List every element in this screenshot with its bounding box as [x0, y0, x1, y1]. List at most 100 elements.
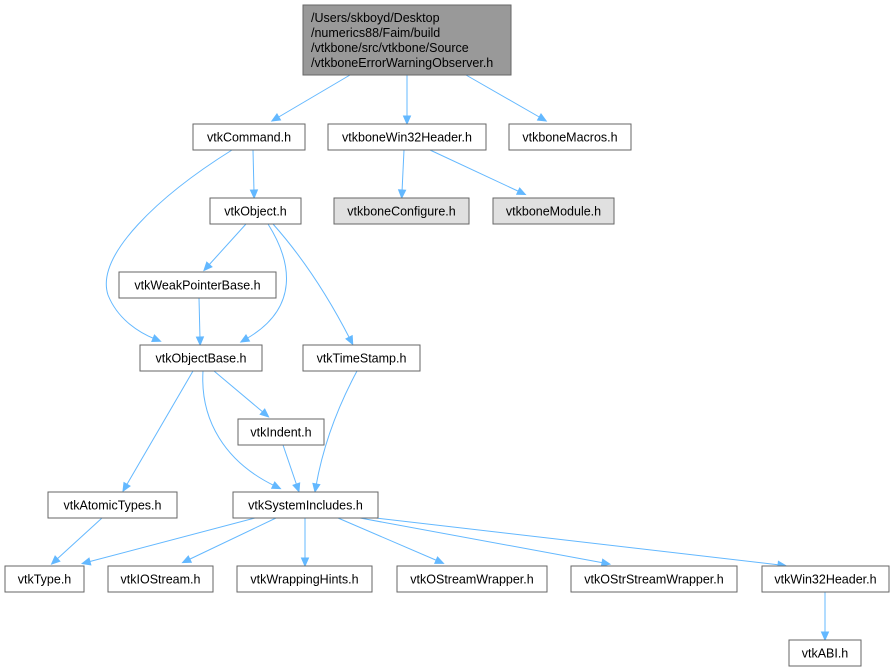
node-vtkObjectBase[interactable]: vtkObjectBase.h	[139, 344, 263, 372]
node-vtkObject[interactable]: vtkObject.h	[209, 197, 302, 225]
nodes-layer: /Users/skboyd/Desktop/numerics88/Faim/bu…	[4, 4, 890, 667]
node-box-vtkboneMacros	[508, 123, 632, 151]
node-box-vtkAtomicTypes	[47, 491, 178, 519]
node-box-vtkOStreamWrapper	[396, 565, 548, 593]
node-box-vtkWrappingHints	[236, 565, 373, 593]
edge-root-to-vtkboneMacros	[465, 74, 542, 119]
node-vtkboneModule[interactable]: vtkboneModule.h	[492, 197, 615, 225]
edge-vtkTimeStamp-to-vtkSystemIncludes	[315, 370, 358, 487]
arrowhead-vtkObject-to-vtkWeakPointerBase	[203, 261, 213, 272]
node-box-vtkObject	[209, 197, 302, 225]
node-vtkOStreamWrapper[interactable]: vtkOStreamWrapper.h	[396, 565, 548, 593]
node-vtkWeakPointerBase[interactable]: vtkWeakPointerBase.h	[118, 271, 277, 299]
node-label-vtkSystemIncludes: vtkSystemIncludes.h	[248, 499, 363, 513]
node-label-vtkCommand: vtkCommand.h	[207, 131, 291, 145]
arrowhead-vtkSystemIncludes-to-vtkOStrStreamWrapper	[600, 558, 612, 567]
node-label-vtkWrappingHints: vtkWrappingHints.h	[250, 573, 358, 587]
node-label-vtkWeakPointerBase: vtkWeakPointerBase.h	[134, 279, 260, 293]
node-label-vtkTimeStamp: vtkTimeStamp.h	[317, 352, 407, 366]
node-box-vtkIndent	[237, 418, 325, 446]
arrowhead-vtkSystemIncludes-to-vtkWrappingHints	[300, 557, 310, 568]
edge-vtkSystemIncludes-to-vtkWin32Header	[375, 517, 781, 566]
node-vtkSystemIncludes[interactable]: vtkSystemIncludes.h	[232, 491, 379, 519]
node-box-vtkWin32Header	[761, 565, 890, 593]
arrowhead-root-to-vtkboneWin32Header	[402, 115, 412, 126]
node-vtkboneWin32Header[interactable]: vtkboneWin32Header.h	[327, 123, 487, 151]
node-root: /Users/skboyd/Desktop/numerics88/Faim/bu…	[302, 4, 512, 76]
node-label-vtkboneModule: vtkboneModule.h	[506, 205, 601, 219]
node-label-root-line-0: /Users/skboyd/Desktop	[311, 11, 440, 25]
node-box-vtkSystemIncludes	[232, 491, 379, 519]
node-box-vtkCommand	[192, 123, 306, 151]
node-label-vtkObjectBase: vtkObjectBase.h	[155, 352, 246, 366]
edge-vtkIndent-to-vtkSystemIncludes	[282, 444, 298, 487]
node-label-vtkType: vtkType.h	[18, 573, 72, 587]
node-box-vtkIOStream	[107, 565, 214, 593]
edge-vtkSystemIncludes-to-vtkIOStream	[187, 517, 277, 561]
arrowhead-vtkWin32Header-to-vtkABI	[820, 631, 830, 642]
arrowhead-vtkObject-to-vtkObjectBase	[239, 334, 251, 343]
edge-vtkSystemIncludes-to-vtkType	[87, 517, 256, 563]
edge-vtkObject-to-vtkTimeStamp	[272, 223, 351, 340]
arrowhead-vtkObjectBase-to-vtkAtomicTypes	[122, 481, 131, 493]
node-label-vtkObject: vtkObject.h	[224, 205, 287, 219]
edge-vtkObjectBase-to-vtkSystemIncludes	[202, 370, 276, 487]
node-label-vtkOStrStreamWrapper: vtkOStrStreamWrapper.h	[584, 573, 723, 587]
arrowhead-vtkObjectBase-to-vtkIndent	[259, 408, 270, 418]
node-box-vtkObjectBase	[139, 344, 263, 372]
edge-vtkObject-to-vtkWeakPointerBase	[207, 223, 247, 267]
node-label-root-line-1: /numerics88/Faim/build	[311, 26, 440, 40]
node-vtkWrappingHints[interactable]: vtkWrappingHints.h	[236, 565, 373, 593]
node-vtkType[interactable]: vtkType.h	[4, 565, 85, 593]
arrowhead-vtkSystemIncludes-to-vtkIOStream	[181, 555, 193, 564]
node-vtkboneConfigure[interactable]: vtkboneConfigure.h	[333, 197, 470, 225]
arrowhead-vtkWeakPointerBase-to-vtkObjectBase	[195, 336, 205, 347]
arrowhead-vtkAtomicTypes-to-vtkType	[50, 555, 61, 565]
arrowhead-vtkObjectBase-to-vtkSystemIncludes	[270, 481, 282, 490]
node-label-vtkIOStream: vtkIOStream.h	[121, 573, 201, 587]
node-box-vtkboneModule	[492, 197, 615, 225]
edge-vtkSystemIncludes-to-vtkOStreamWrapper	[337, 517, 439, 562]
node-label-root-line-3: /vtkboneErrorWarningObserver.h	[311, 56, 493, 70]
node-box-vtkboneConfigure	[333, 197, 470, 225]
node-vtkABI[interactable]: vtkABI.h	[788, 639, 862, 667]
edges-layer	[50, 74, 830, 642]
node-label-vtkboneWin32Header: vtkboneWin32Header.h	[342, 131, 472, 145]
node-vtkboneMacros[interactable]: vtkboneMacros.h	[508, 123, 632, 151]
node-vtkIndent[interactable]: vtkIndent.h	[237, 418, 325, 446]
node-vtkAtomicTypes[interactable]: vtkAtomicTypes.h	[47, 491, 178, 519]
arrowhead-vtkCommand-to-vtkObjectBase	[151, 334, 162, 343]
node-label-root-line-2: /vtkbone/src/vtkbone/Source	[311, 41, 469, 55]
arrowhead-root-to-vtkCommand	[270, 113, 282, 122]
node-label-vtkAtomicTypes: vtkAtomicTypes.h	[64, 499, 162, 513]
node-box-vtkOStrStreamWrapper	[570, 565, 738, 593]
node-label-vtkIndent: vtkIndent.h	[250, 426, 311, 440]
node-box-root	[302, 4, 512, 76]
arrowhead-vtkSystemIncludes-to-vtkOStreamWrapper	[434, 556, 445, 564]
node-label-vtkWin32Header: vtkWin32Header.h	[774, 573, 876, 587]
node-vtkIOStream[interactable]: vtkIOStream.h	[107, 565, 214, 593]
node-vtkTimeStamp[interactable]: vtkTimeStamp.h	[302, 344, 421, 372]
edge-vtkboneWin32Header-to-vtkboneModule	[429, 149, 521, 193]
edge-vtkObjectBase-to-vtkIndent	[213, 370, 265, 414]
arrowhead-vtkTimeStamp-to-vtkSystemIncludes	[312, 482, 321, 494]
arrowhead-vtkIndent-to-vtkSystemIncludes	[292, 482, 301, 493]
node-vtkCommand[interactable]: vtkCommand.h	[192, 123, 306, 151]
node-label-vtkABI: vtkABI.h	[802, 647, 849, 661]
node-box-vtkTimeStamp	[302, 344, 421, 372]
arrowhead-vtkboneWin32Header-to-vtkboneConfigure	[397, 189, 407, 200]
node-label-vtkboneMacros: vtkboneMacros.h	[522, 131, 617, 145]
edge-vtkAtomicTypes-to-vtkType	[55, 517, 103, 561]
node-label-vtkOStreamWrapper: vtkOStreamWrapper.h	[410, 573, 533, 587]
arrowhead-vtkCommand-to-vtkObject	[249, 189, 259, 200]
node-box-vtkboneWin32Header	[327, 123, 487, 151]
node-box-vtkType	[4, 565, 85, 593]
node-vtkWin32Header[interactable]: vtkWin32Header.h	[761, 565, 890, 593]
edge-vtkboneWin32Header-to-vtkboneConfigure	[401, 149, 405, 193]
node-vtkOStrStreamWrapper[interactable]: vtkOStrStreamWrapper.h	[570, 565, 738, 593]
edge-root-to-vtkCommand	[276, 74, 351, 119]
node-label-vtkboneConfigure: vtkboneConfigure.h	[347, 205, 455, 219]
edge-vtkSystemIncludes-to-vtkOStrStreamWrapper	[359, 517, 605, 564]
edge-vtkCommand-to-vtkObjectBase	[105, 149, 233, 340]
